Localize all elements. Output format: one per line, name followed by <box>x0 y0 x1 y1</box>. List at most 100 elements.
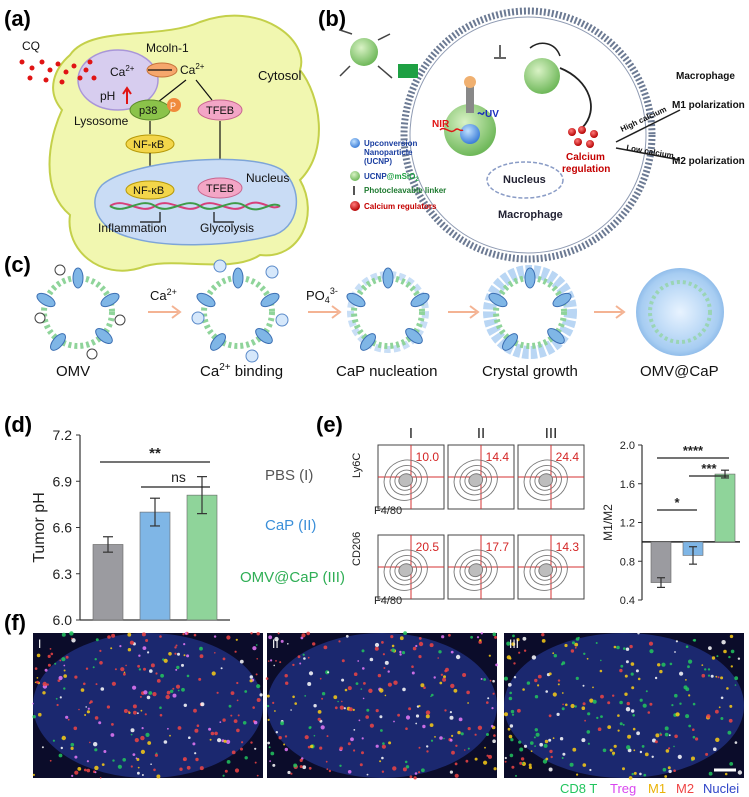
panel-a: (a) Cytosol Lysosome CQ Ca2+ pH Mcoln-1 … <box>4 6 320 272</box>
micrograph-cell-1-220 <box>366 773 369 776</box>
micrograph-cell-0-250 <box>249 679 253 683</box>
micrograph-cell-2-71 <box>507 682 512 687</box>
micrograph-cell-0-198 <box>200 702 205 707</box>
micrograph-cell-1-211 <box>454 773 459 778</box>
micrograph-cell-2-93 <box>715 709 719 714</box>
micrograph-cell-0-241 <box>169 734 171 737</box>
e-ytick-label-3: 1.6 <box>620 479 635 491</box>
micrograph-cell-2-208 <box>581 738 586 743</box>
micrograph-cell-0-228 <box>99 661 103 665</box>
micrograph-cell-1-2 <box>369 723 374 728</box>
micrograph-cell-2-210 <box>509 753 514 758</box>
micrograph-cell-0-95 <box>236 728 240 733</box>
micrograph-cell-2-16 <box>564 643 568 648</box>
micrograph-cell-2-33 <box>737 657 741 660</box>
flow-contour-0-0-0 <box>383 459 428 501</box>
micrograph-cell-2-92 <box>504 712 508 717</box>
micrograph-cell-2-224 <box>632 727 636 731</box>
micrograph-cell-1-110 <box>347 742 351 746</box>
cq-dots <box>19 59 97 85</box>
micrograph-cell-1-86 <box>489 679 492 682</box>
micrograph-cell-0-189 <box>188 736 191 739</box>
micrograph-cell-1-129 <box>382 742 385 745</box>
micrograph-cell-2-99 <box>602 748 607 753</box>
micrograph-cell-2-63 <box>664 775 668 778</box>
svg-text:Upconversion: Upconversion <box>364 139 417 148</box>
micrograph-cell-1-49 <box>450 650 454 654</box>
micrograph-cell-1-192 <box>430 739 434 742</box>
flow-contour-0-0-1 <box>389 465 422 496</box>
micrograph-cell-2-197 <box>512 634 515 638</box>
micrograph-cell-1-145 <box>275 660 277 662</box>
flow-contour-1-2-2 <box>534 559 557 581</box>
micrograph-cell-1-169 <box>266 704 270 708</box>
arrow-release <box>559 67 592 129</box>
micrograph-cell-0-253 <box>234 650 237 653</box>
flow-contour-1-1-1 <box>459 555 492 586</box>
micrograph-cell-1-37 <box>347 770 352 774</box>
micrograph-cell-1-63 <box>292 695 295 699</box>
micrograph-cell-2-9 <box>635 669 639 673</box>
micrograph-cell-1-188 <box>353 729 356 731</box>
micrograph-cell-2-247 <box>688 724 692 728</box>
micrograph-cell-1-212 <box>449 715 454 720</box>
micrograph-cell-0-40 <box>152 692 157 697</box>
micrograph-cell-0-146 <box>256 774 259 777</box>
micrograph-cell-0-206 <box>85 706 87 708</box>
micrograph-cell-1-159 <box>326 735 329 738</box>
micrograph-cell-0-107 <box>230 691 235 695</box>
e-bar-0 <box>650 541 672 583</box>
micrograph-cell-2-207 <box>659 669 663 674</box>
micrograph-cell-0-88 <box>168 652 172 656</box>
micrograph-cell-0-58 <box>137 712 139 715</box>
micrograph-cell-2-130 <box>582 702 586 706</box>
micrograph-cell-1-160 <box>381 770 385 773</box>
micrograph-cell-1-164 <box>451 750 455 755</box>
micrograph-cell-2-174 <box>518 651 521 654</box>
micrograph-cell-0-117 <box>84 714 87 716</box>
micrograph-cell-0-19 <box>244 756 248 760</box>
micrograph-cell-0-52 <box>73 726 78 731</box>
micrograph-cell-2-244 <box>511 642 516 646</box>
micrograph-cell-2-175 <box>561 707 565 711</box>
micrograph-cell-2-162 <box>716 655 719 658</box>
ly6c-label: Ly6C <box>351 453 363 478</box>
micrograph-cell-2-230 <box>695 737 699 741</box>
micrograph-cell-2-200 <box>668 747 671 750</box>
flow-contour-1-0-1 <box>389 555 422 586</box>
glycolysis-label: Glycolysis <box>200 221 254 235</box>
micrograph-cell-1-251 <box>307 682 312 686</box>
micrograph-cell-1-59 <box>399 650 402 654</box>
micrograph-cell-2-140 <box>665 749 670 753</box>
micrograph-cell-0-147 <box>211 671 216 676</box>
micrograph-cell-2-55 <box>519 747 524 752</box>
micrograph-cell-2-226 <box>706 714 711 719</box>
micrograph-cell-0-143 <box>163 740 168 744</box>
micrograph-cell-0-158 <box>183 758 186 761</box>
micrograph-cell-1-91 <box>425 714 430 719</box>
micrograph-cell-1-221 <box>480 678 483 680</box>
micrograph-cell-1-133 <box>265 677 269 680</box>
micrograph-cell-2-219 <box>727 730 732 735</box>
micrograph-cell-0-11 <box>86 760 89 763</box>
micrograph-cell-1-100 <box>439 681 443 685</box>
ph-up-arrow <box>122 86 132 104</box>
nfkb-nuc-label: NF-κB <box>133 185 164 197</box>
e-ytick-label-4: 2.0 <box>620 440 635 452</box>
micrograph-cell-2-154 <box>687 665 690 669</box>
micrograph-cell-1-90 <box>357 660 360 662</box>
micrograph-cell-2-178 <box>728 718 733 723</box>
micrograph-cell-1-13 <box>270 751 275 756</box>
nfkb-label: NF-κB <box>133 139 164 151</box>
micrograph-cell-2-167 <box>626 745 631 750</box>
micrograph-cell-0-32 <box>214 652 216 654</box>
d-ytick-label-4: 7.2 <box>53 427 73 443</box>
micrograph-cell-2-181 <box>515 774 517 777</box>
micrograph-cell-1-118 <box>465 759 469 763</box>
micrograph-cell-1-124 <box>304 695 307 697</box>
micrograph-cell-0-75 <box>236 681 239 685</box>
micrograph-cell-0-229 <box>94 748 98 752</box>
micrograph-cell-1-222 <box>272 763 276 767</box>
dna-strand-2 <box>109 202 281 211</box>
micrograph-cell-2-64 <box>541 639 546 643</box>
